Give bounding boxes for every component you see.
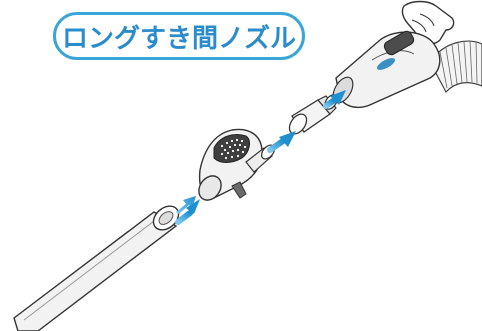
blue-arrow-icon bbox=[267, 131, 296, 153]
hose-icon bbox=[429, 40, 482, 94]
vacuum-handle-icon bbox=[332, 30, 441, 109]
brush-nozzle-icon bbox=[198, 128, 276, 201]
hand-icon bbox=[401, 0, 455, 45]
crevice-nozzle-icon bbox=[13, 205, 180, 331]
blue-arrow-icon bbox=[323, 90, 346, 109]
title-badge: ロングすき間ノズル bbox=[53, 12, 305, 60]
blue-arrow-icon bbox=[175, 196, 200, 225]
page-title: ロングすき間ノズル bbox=[61, 23, 296, 54]
